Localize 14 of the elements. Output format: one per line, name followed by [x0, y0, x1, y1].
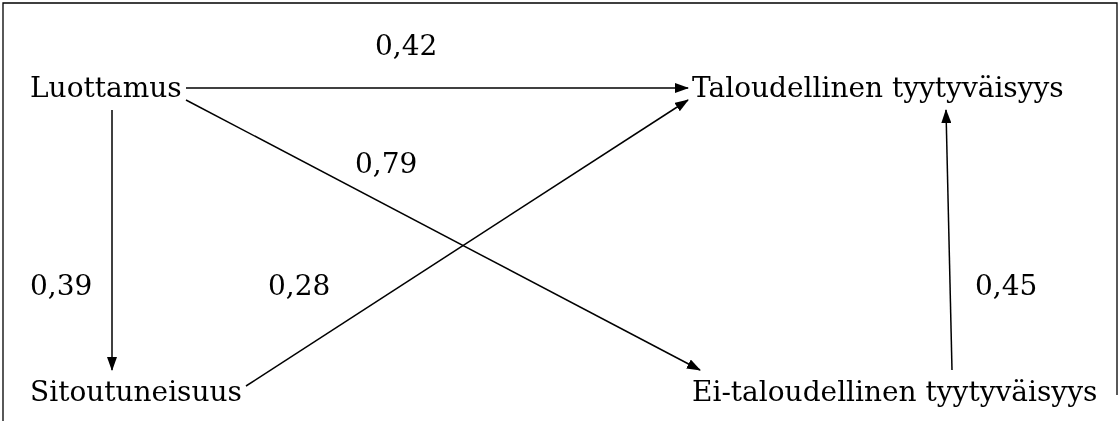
edge-label: 0,42: [375, 28, 438, 64]
arrow: [107, 109, 117, 371]
arrow: [185, 99, 701, 371]
node-label: Ei-taloudellinen tyytyväisyys: [692, 374, 1098, 410]
arrow: [185, 83, 689, 93]
edge-label: 0,45: [975, 268, 1038, 304]
edge-label: 0,39: [30, 268, 93, 304]
node-label: Luottamus: [30, 70, 182, 106]
arrow: [245, 99, 689, 387]
edge-label: 0,28: [268, 268, 331, 304]
node-label: Taloudellinen tyytyväisyys: [692, 70, 1064, 106]
node-label: Sitoutuneisuus: [30, 374, 242, 410]
arrow: [941, 109, 953, 371]
edge-label: 0,79: [355, 146, 418, 182]
